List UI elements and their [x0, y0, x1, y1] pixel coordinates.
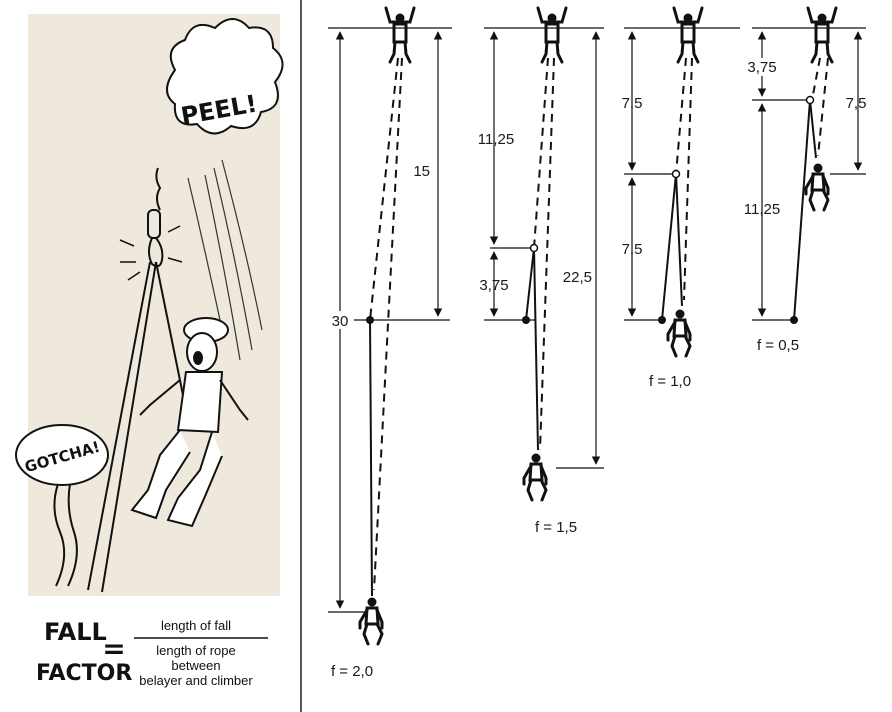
impact-lines [119, 225, 183, 281]
cartoon-panel: PEEL! GOTCHA! FALL FACTOR = length of fa… [0, 0, 300, 712]
rope-path-dashed-2 [539, 57, 555, 451]
anchor-point [805, 95, 815, 105]
dimension-label-15: 15 [413, 163, 430, 180]
anchor-point [671, 169, 681, 179]
rope-to-climber [533, 247, 539, 451]
fall-factor-label-1: f = 2,0 [331, 663, 373, 680]
fall-word: FALL [44, 618, 107, 646]
falling-climber [130, 317, 249, 528]
fall-factor-diagram: 15 30 f = 2,0 11,25 3,75 22,5 f = 1,5 [300, 0, 892, 712]
dimension-label-3-75: 3,75 [747, 59, 776, 76]
dimension-label-22-5: 22,5 [563, 269, 592, 286]
fall-factor-label-3: f = 1,0 [649, 373, 691, 390]
dimension-label-7-5-lower: 7,5 [622, 241, 643, 258]
peel-bubble: PEEL! [166, 18, 284, 135]
rope-path-dashed-2 [373, 57, 403, 591]
fall-factor-label-2: f = 1,5 [535, 519, 577, 536]
scenario-f-1-0: 7,5 7,5 f = 1,0 [622, 6, 740, 390]
rope-to-belayer [661, 173, 677, 321]
factor-word: FACTOR [36, 661, 132, 686]
belay-point [366, 316, 374, 324]
dimension-label-7-5-upper: 7,5 [622, 95, 643, 112]
rope-path-dashed [811, 57, 821, 101]
dimension-label-30: 30 [332, 313, 349, 330]
dimension-label-7-5: 7,5 [846, 95, 867, 112]
denominator-line-3: belayer and climber [139, 673, 253, 688]
rope-to-climber [675, 173, 683, 307]
rope-path-dashed-2 [817, 57, 829, 157]
anchor-quickdraw [147, 167, 164, 268]
rope-path-dashed [675, 57, 687, 175]
rope [87, 261, 187, 593]
dimension-label-11-25: 11,25 [744, 201, 780, 218]
rope-to-belayer [525, 247, 535, 321]
scenario-f-0-5: 3,75 11,25 7,5 f = 0,5 [744, 6, 867, 354]
rope-to-belayer [793, 99, 811, 321]
fall-factor-label-4: f = 0,5 [757, 337, 799, 354]
scenario-f-2-0: 15 30 f = 2,0 [324, 6, 452, 680]
scenario-f-1-5: 11,25 3,75 22,5 f = 1,5 [478, 6, 604, 536]
dimension-label-3-75: 3,75 [479, 277, 508, 294]
gotcha-bubble: GOTCHA! [15, 424, 109, 587]
dimension-label-11-25: 11,25 [478, 131, 514, 148]
denominator-line-1: length of rope [156, 643, 236, 658]
rope-path-dashed-2 [683, 57, 693, 301]
anchor-point [529, 243, 539, 253]
rope-path-dashed [533, 57, 549, 249]
denominator-line-2: between [171, 658, 220, 673]
rope-path-dashed [369, 57, 399, 321]
belay-point [790, 316, 798, 324]
numerator-text: length of fall [161, 618, 231, 633]
rope-to-climber [809, 99, 817, 159]
equals-sign: = [102, 632, 125, 665]
belay-point [522, 316, 530, 324]
rope-to-belayer [369, 319, 373, 597]
belay-point [658, 316, 666, 324]
